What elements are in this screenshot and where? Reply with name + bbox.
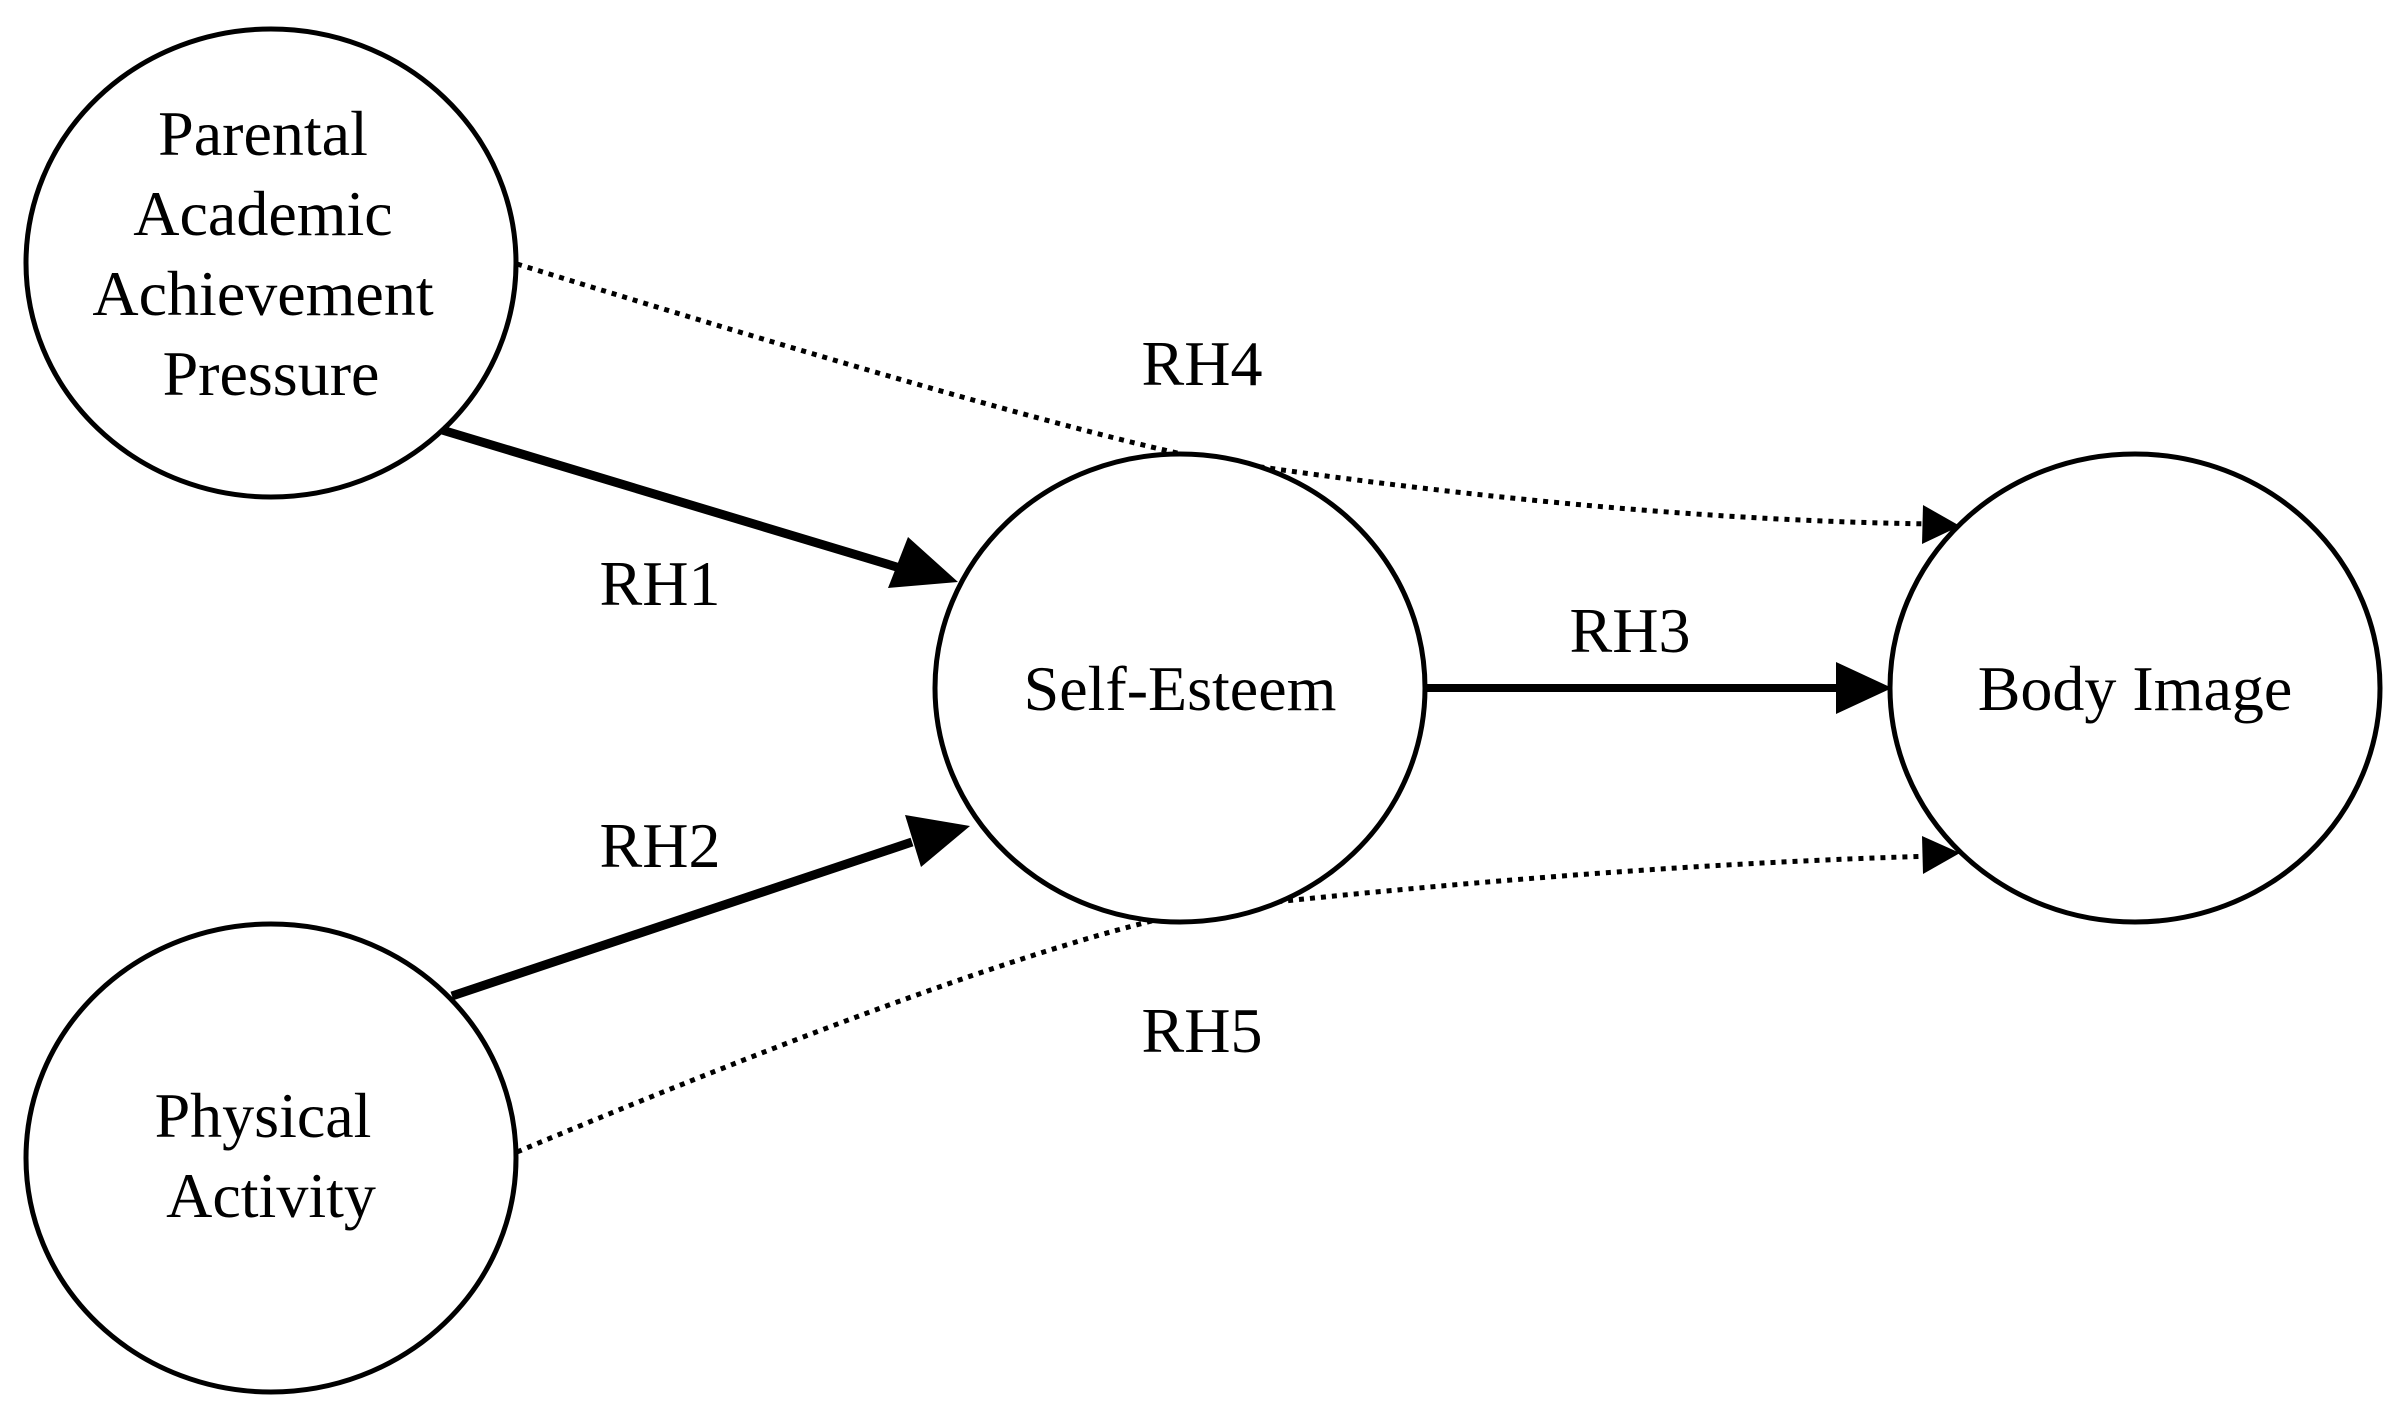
- svg-text:Parental Academic: Parental Academic Achievement Pressure: [92, 98, 449, 409]
- edge-rh3-arrowhead: [1836, 662, 1892, 714]
- node-parental-line-1: Parental: [158, 98, 368, 169]
- node-parental-line-2: Academic: [133, 178, 392, 249]
- edge-rh2-line: [450, 837, 914, 1001]
- edge-rh4-arrowhead: [1922, 505, 1960, 544]
- edge-rh5-arrowhead: [1922, 836, 1960, 874]
- svg-text:Self-Esteem: Self-Esteem: [1024, 653, 1337, 724]
- node-body-image: Body Image: [1887, 451, 2383, 925]
- edge-rh2-label: RH2: [600, 810, 721, 881]
- edge-rh5-label: RH5: [1142, 995, 1263, 1066]
- node-body-image-label: Body Image: [1978, 653, 2293, 724]
- node-parental-line-4: Pressure: [163, 338, 380, 409]
- edge-rh1-line: [440, 425, 902, 573]
- svg-text:Physical Activity: Physical Activity: [155, 1080, 388, 1231]
- edge-rh4-label: RH4: [1142, 328, 1263, 399]
- node-self-esteem: Self-Esteem: [932, 451, 1428, 925]
- edge-rh3-label: RH3: [1570, 595, 1691, 666]
- node-parental-academic-achievement-pressure: Parental Academic Achievement Pressure: [23, 26, 519, 500]
- edge-rh1-label: RH1: [600, 548, 721, 619]
- node-parental-line-3: Achievement: [92, 258, 433, 329]
- node-physical-activity: Physical Activity: [23, 921, 519, 1395]
- node-physical-line-2: Activity: [166, 1160, 376, 1231]
- edge-rh1-arrowhead: [888, 537, 958, 588]
- edge-rh2-arrowhead: [905, 815, 970, 867]
- node-physical-line-1: Physical: [155, 1080, 372, 1151]
- svg-text:Body Image: Body Image: [1978, 653, 2293, 724]
- edge-rh4-line: [516, 261, 1936, 527]
- node-self-esteem-label: Self-Esteem: [1024, 653, 1337, 724]
